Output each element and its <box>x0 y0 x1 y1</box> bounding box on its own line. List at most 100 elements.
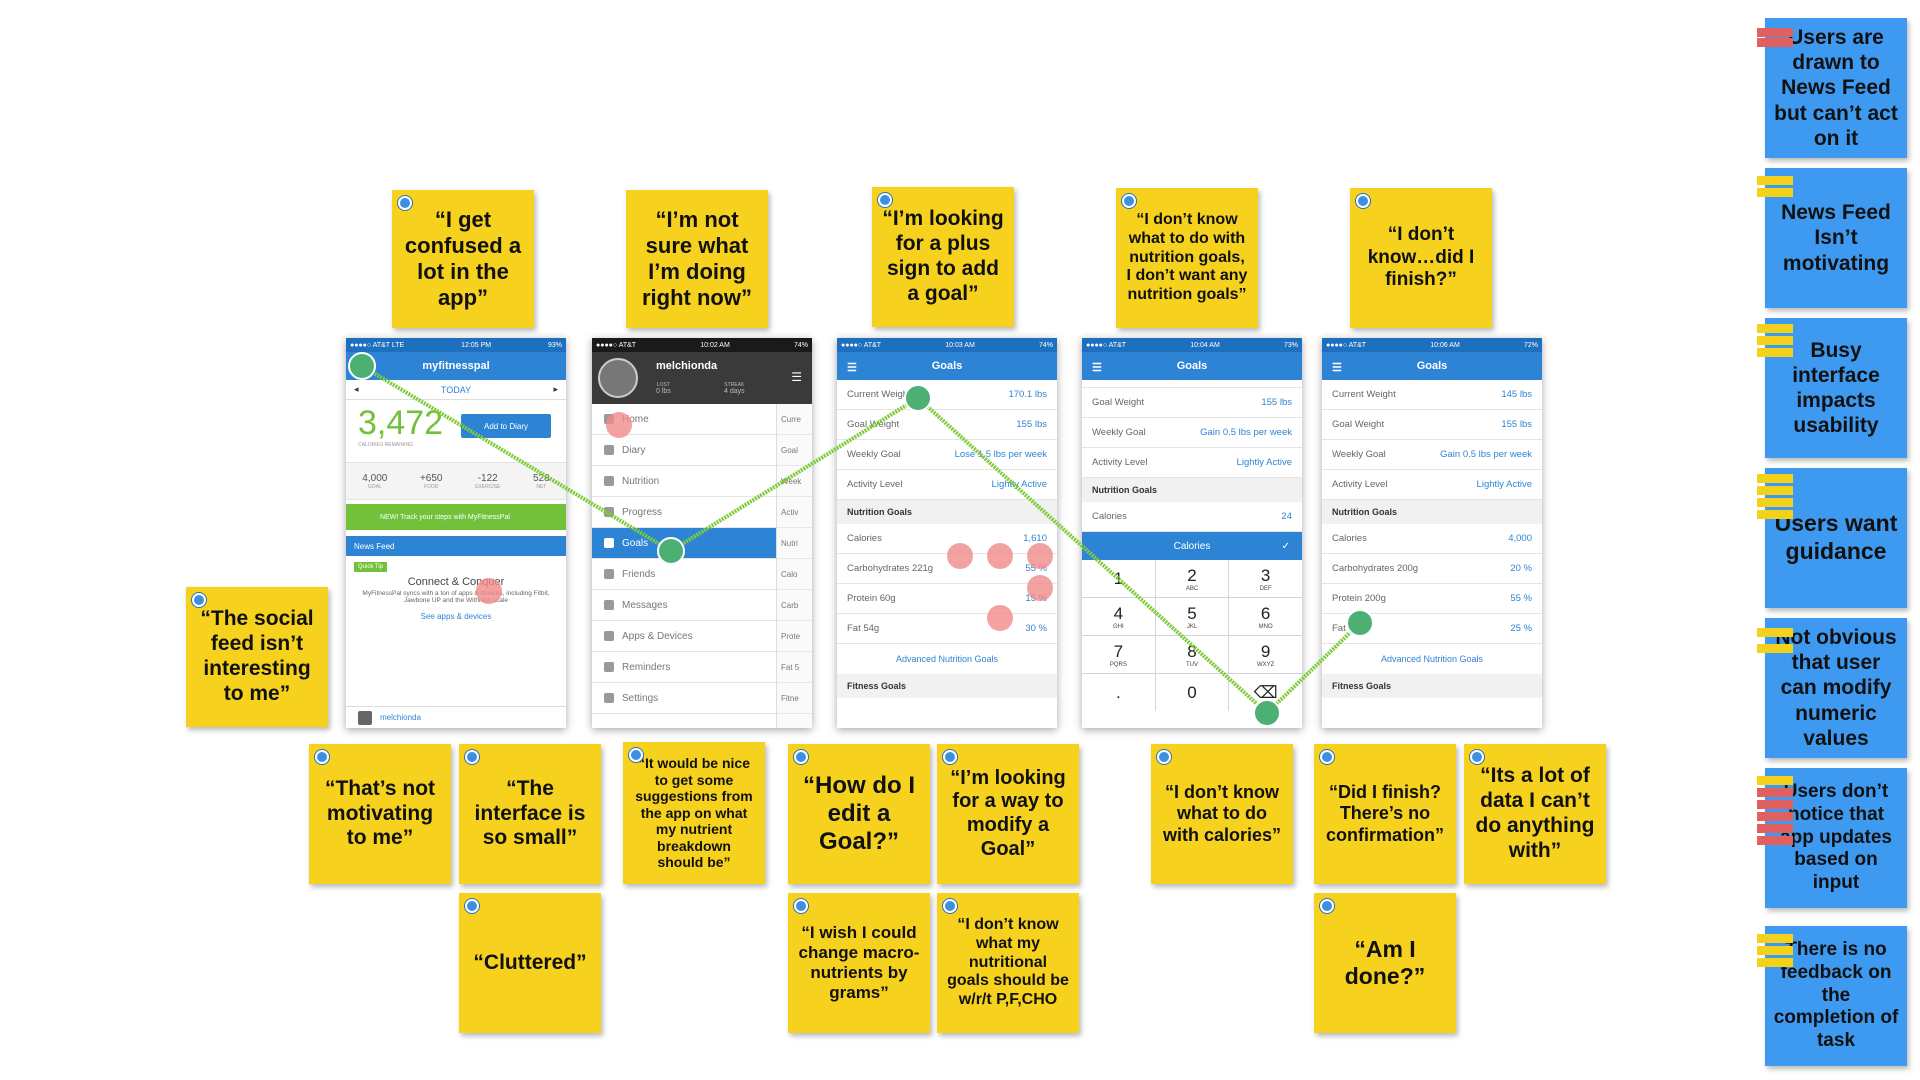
keypad-key[interactable]: 1 <box>1082 560 1155 597</box>
tip-link[interactable]: See apps & devices <box>420 612 492 621</box>
menu-item-friends[interactable]: Friends <box>592 559 776 590</box>
goal-row-value[interactable]: 15 % <box>1025 593 1047 604</box>
goal-row-value[interactable]: Lightly Active <box>991 479 1047 490</box>
hamburger-icon[interactable]: ☰ <box>1092 362 1102 374</box>
goal-row-value[interactable]: Lightly Active <box>1236 457 1292 468</box>
menu-item-goals[interactable]: Goals <box>592 528 776 559</box>
goal-row-label: Activity Level <box>1092 457 1148 468</box>
status-bar: ●●●●○ AT&T LTE 12:05 PM 93% <box>346 338 566 352</box>
hamburger-icon[interactable]: ☰ <box>1332 362 1342 374</box>
goal-row-value[interactable]: 4,000 <box>1508 533 1532 544</box>
menu-item-label: Reminders <box>622 661 671 673</box>
pin-icon <box>1122 194 1136 208</box>
goal-row-value[interactable]: 1,610 <box>1023 533 1047 544</box>
advanced-nutrition-link[interactable]: Advanced Nutrition Goals <box>895 654 999 664</box>
keypad-key[interactable]: 0 <box>1155 674 1229 711</box>
status-bar: ●●●●○ AT&T 10:03 AM 74% <box>837 338 1057 352</box>
menu-item-apps-devices[interactable]: Apps & Devices <box>592 621 776 652</box>
menu-item-progress[interactable]: Progress <box>592 497 776 528</box>
menu-item-messages[interactable]: Messages <box>592 590 776 621</box>
red-tab <box>1757 836 1793 845</box>
goal-row-label: Fat 54g <box>847 623 880 634</box>
menu-username: melchionda <box>656 360 718 372</box>
goal-row-value[interactable]: Lightly Active <box>1476 479 1532 490</box>
goal-row-value[interactable]: Gain 0.5 lbs per week <box>1200 427 1292 438</box>
goal-row-value[interactable]: 20 % <box>1510 563 1532 574</box>
goal-row-value[interactable]: 155 lbs <box>1501 419 1532 430</box>
yellow-tab <box>1757 946 1793 955</box>
menu-item-nutrition[interactable]: Nutrition <box>592 466 776 497</box>
goal-row-value[interactable]: 25 % <box>1510 623 1532 634</box>
feed-username[interactable]: melchionda <box>380 713 421 722</box>
advanced-nutrition-link[interactable]: Advanced Nutrition Goals <box>1380 654 1484 664</box>
pin-icon <box>943 750 957 764</box>
peek-label: Fitne <box>777 683 812 714</box>
red-tab <box>1757 812 1793 821</box>
menu-item-reminders[interactable]: Reminders <box>592 652 776 683</box>
goal-row[interactable]: Fat 54g 30 % <box>837 614 1057 644</box>
menu-item-diary[interactable]: Diary <box>592 435 776 466</box>
menu-item-icon <box>604 507 614 517</box>
menu-item-home[interactable]: Home <box>592 404 776 435</box>
hamburger-icon[interactable]: ☰ <box>847 362 857 374</box>
menu-item-label: Settings <box>622 692 659 704</box>
menu-item-label: Diary <box>622 444 646 456</box>
insight-note-1: Users are drawn to News Feed but can’t a… <box>1757 18 1907 158</box>
calories-input-value[interactable]: 24 <box>1281 511 1292 522</box>
prev-day-icon[interactable]: ◂ <box>354 384 359 394</box>
nutrition-section-header: Nutrition Goals <box>837 500 1057 524</box>
goal-row[interactable]: Activity Level Lightly Active <box>1082 448 1302 478</box>
goal-row-value[interactable]: 155 lbs <box>1016 419 1047 430</box>
confirm-check-icon[interactable]: ✓ <box>1281 540 1290 552</box>
goal-row-value[interactable]: 170.1 lbs <box>1008 389 1047 400</box>
goal-row-value[interactable]: 55 % <box>1025 563 1047 574</box>
status-battery: 74% <box>793 341 808 349</box>
goal-row-value[interactable]: Gain 0.5 lbs per week <box>1440 449 1532 460</box>
goal-row-value[interactable]: 155 lbs <box>1261 397 1292 408</box>
insight-text: Users want guidance <box>1774 510 1898 564</box>
keypad-key[interactable]: . <box>1082 674 1155 711</box>
goal-row-value[interactable]: 145 lbs <box>1501 389 1532 400</box>
next-day-icon[interactable]: ▸ <box>553 384 558 394</box>
goal-row-value[interactable]: Lose 1.5 lbs per week <box>954 449 1047 460</box>
status-battery: 73% <box>1283 341 1298 349</box>
keypad-key[interactable]: ⌫ <box>1229 674 1302 711</box>
goal-row-value[interactable]: 55 % <box>1510 593 1532 604</box>
goal-row-value[interactable]: 30 % <box>1025 623 1047 634</box>
menu-item-settings[interactable]: Settings <box>592 683 776 714</box>
add-to-diary-button[interactable]: Add to Diary <box>461 414 551 438</box>
hamburger-icon[interactable]: ☰ <box>791 370 802 384</box>
stat-label: GOAL <box>367 483 382 490</box>
promo-banner[interactable]: NEW! Track your steps with MyFitnessPal <box>346 504 566 530</box>
